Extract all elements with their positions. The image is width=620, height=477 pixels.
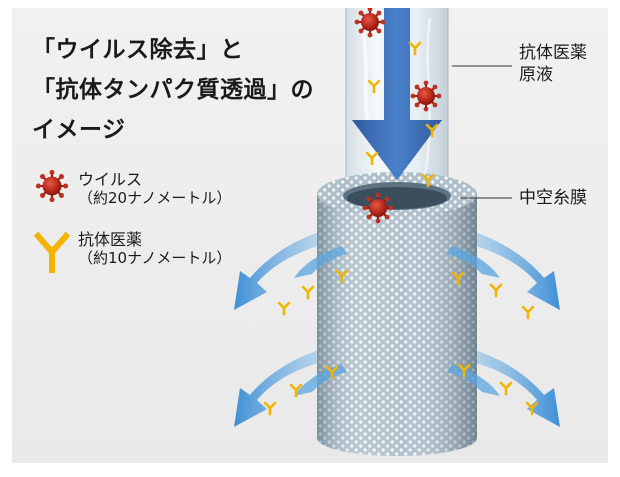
callout-solution-line-2: 原液 bbox=[519, 65, 553, 85]
legend-virus: ウイルス （約20ナノメートル） bbox=[78, 170, 231, 208]
legend-antibody: 抗体医薬 （約10ナノメートル） bbox=[78, 230, 231, 268]
callout-solution-line-1: 抗体医薬 bbox=[519, 43, 587, 63]
legend-antibody-size: （約10ナノメートル） bbox=[78, 249, 232, 267]
feed-direction-arrow bbox=[352, 8, 442, 180]
legend-antibody-name: 抗体医薬 bbox=[78, 230, 143, 249]
diagram-panel: 「ウイルス除去」と 「抗体タンパク質透過」の イメージ bbox=[12, 8, 608, 463]
callout-solution: 抗体医薬 原液 bbox=[519, 42, 587, 86]
legend-virus-name: ウイルス bbox=[78, 170, 143, 189]
left-flow-arrows bbox=[234, 226, 342, 427]
title-line-1: 「ウイルス除去」と bbox=[32, 37, 244, 63]
filtration-illustration bbox=[33, 8, 560, 456]
title-line-2: 「抗体タンパク質透過」の bbox=[32, 77, 314, 103]
title-line-3: イメージ bbox=[32, 117, 126, 143]
legend-antibody-icon bbox=[33, 231, 71, 273]
callout-membrane: 中空糸膜 bbox=[519, 188, 587, 208]
hollow-fiber-membrane bbox=[317, 172, 477, 456]
legend-virus-size: （約20ナノメートル） bbox=[78, 189, 232, 207]
legend-virus-icon bbox=[34, 168, 70, 204]
diagram-title: 「ウイルス除去」と 「抗体タンパク質透過」の イメージ bbox=[32, 30, 314, 150]
